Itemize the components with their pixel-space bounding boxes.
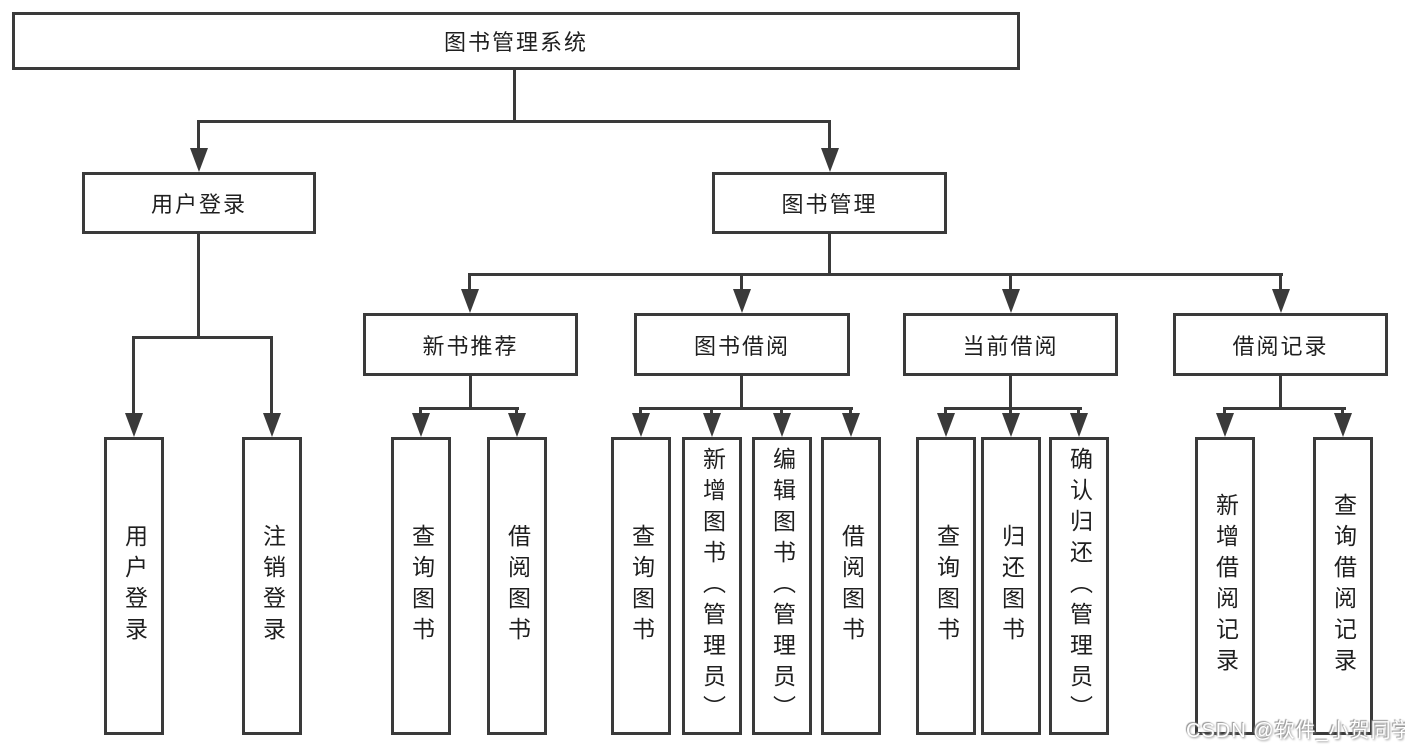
connector-level2-rail bbox=[197, 120, 831, 123]
connector-drop-a1 bbox=[419, 407, 422, 416]
leaf-query-borrow-record: 查询借阅记录 bbox=[1313, 437, 1373, 735]
connector-drop-d1 bbox=[1223, 407, 1226, 416]
leaf-query-books-borrow: 查询图书 bbox=[611, 437, 671, 735]
node-book-management-label: 图书管理 bbox=[781, 192, 878, 217]
leaf-query-books-recommend: 查询图书 bbox=[391, 437, 451, 735]
arrowhead-c3 bbox=[1070, 413, 1088, 437]
connector-drop-b2 bbox=[710, 407, 713, 416]
leaf-return-books-label: 归还图书 bbox=[998, 524, 1025, 648]
arrowhead-current-borrow bbox=[1002, 289, 1020, 313]
leaf-query-borrow-record-label: 查询借阅记录 bbox=[1330, 493, 1357, 679]
leaf-borrow-books: 借阅图书 bbox=[821, 437, 881, 735]
connector-drop-b1 bbox=[639, 407, 642, 416]
connector-drop-c1 bbox=[944, 407, 947, 416]
connector-drop-user-login bbox=[197, 120, 200, 150]
arrowhead-a1 bbox=[412, 413, 430, 437]
connector-drop-new-book bbox=[468, 273, 471, 291]
connector-group-c-stem bbox=[1009, 376, 1012, 407]
connector-drop-b4 bbox=[849, 407, 852, 416]
leaf-borrow-books-recommend-label: 借阅图书 bbox=[504, 524, 531, 648]
connector-group-b-rail bbox=[639, 407, 853, 410]
connector-drop-logout-leaf bbox=[270, 336, 273, 415]
connector-group-c-rail bbox=[944, 407, 1082, 410]
connector-drop-a2 bbox=[515, 407, 518, 416]
arrowhead-c1 bbox=[937, 413, 955, 437]
leaf-confirm-return-admin-label: 确认归还（管理员） bbox=[1066, 446, 1093, 726]
leaf-add-books-admin: 新增图书（管理员） bbox=[682, 437, 742, 735]
connector-group-b-stem bbox=[740, 376, 743, 407]
leaf-edit-books-admin-label: 编辑图书（管理员） bbox=[769, 446, 796, 726]
leaf-query-books-recommend-label: 查询图书 bbox=[408, 524, 435, 648]
node-user-login-label: 用户登录 bbox=[150, 192, 247, 217]
arrowhead-borrow-record bbox=[1272, 289, 1290, 313]
leaf-return-books: 归还图书 bbox=[981, 437, 1041, 735]
node-current-borrow: 当前借阅 bbox=[903, 313, 1118, 376]
leaf-confirm-return-admin: 确认归还（管理员） bbox=[1049, 437, 1109, 735]
node-user-login: 用户登录 bbox=[82, 172, 316, 234]
connector-drop-d2 bbox=[1341, 407, 1344, 416]
connector-drop-current-borrow bbox=[1009, 273, 1012, 291]
leaf-query-books-current: 查询图书 bbox=[916, 437, 976, 735]
arrowhead-d1 bbox=[1216, 413, 1234, 437]
node-new-book-recommend: 新书推荐 bbox=[363, 313, 578, 376]
leaf-logout-label: 注销登录 bbox=[259, 524, 286, 648]
leaf-edit-books-admin: 编辑图书（管理员） bbox=[752, 437, 812, 735]
node-new-book-recommend-label: 新书推荐 bbox=[422, 333, 519, 359]
arrowhead-b4 bbox=[842, 413, 860, 437]
connector-group-d-stem bbox=[1279, 376, 1282, 407]
leaf-user-login-label: 用户登录 bbox=[121, 524, 148, 648]
connector-drop-b3 bbox=[780, 407, 783, 416]
leaf-borrow-books-label: 借阅图书 bbox=[838, 524, 865, 648]
connector-group-d-rail bbox=[1223, 407, 1346, 410]
connector-drop-c2 bbox=[1009, 407, 1012, 416]
connector-drop-borrow-record bbox=[1279, 273, 1282, 291]
leaf-user-login: 用户登录 bbox=[104, 437, 164, 735]
leaf-add-borrow-record-label: 新增借阅记录 bbox=[1212, 493, 1239, 679]
arrowhead-d2 bbox=[1334, 413, 1352, 437]
arrowhead-book-borrow bbox=[733, 289, 751, 313]
leaf-borrow-books-recommend: 借阅图书 bbox=[487, 437, 547, 735]
arrowhead-new-book bbox=[461, 289, 479, 313]
node-book-borrow-label: 图书借阅 bbox=[693, 333, 790, 359]
connector-drop-book-borrow bbox=[740, 273, 743, 291]
arrowhead-c2 bbox=[1002, 413, 1020, 437]
leaf-logout: 注销登录 bbox=[242, 437, 302, 735]
leaf-add-books-admin-label: 新增图书（管理员） bbox=[699, 446, 726, 726]
node-borrow-record-label: 借阅记录 bbox=[1232, 333, 1329, 359]
connector-group-a-rail bbox=[419, 407, 519, 410]
connector-drop-book-management bbox=[828, 120, 831, 150]
arrowhead-a2 bbox=[508, 413, 526, 437]
arrowhead-user-login bbox=[190, 148, 208, 172]
node-root: 图书管理系统 bbox=[12, 12, 1020, 70]
leaf-add-borrow-record: 新增借阅记录 bbox=[1195, 437, 1255, 735]
node-book-borrow: 图书借阅 bbox=[634, 313, 850, 376]
node-book-management: 图书管理 bbox=[712, 172, 947, 234]
connector-user-login-stem bbox=[197, 234, 200, 336]
arrowhead-login-leaf bbox=[125, 413, 143, 437]
connector-group-a-stem bbox=[469, 376, 472, 407]
arrowhead-book-management bbox=[821, 148, 839, 172]
arrowhead-b1 bbox=[632, 413, 650, 437]
connector-drop-c3 bbox=[1077, 407, 1080, 416]
arrowhead-b2 bbox=[703, 413, 721, 437]
node-root-label: 图书管理系统 bbox=[443, 30, 588, 55]
connector-root-stem bbox=[513, 70, 516, 120]
node-current-borrow-label: 当前借阅 bbox=[962, 333, 1059, 359]
connector-book-management-stem bbox=[828, 234, 831, 273]
connector-drop-login-leaf bbox=[132, 336, 135, 415]
node-borrow-record: 借阅记录 bbox=[1173, 313, 1388, 376]
leaf-query-books-current-label: 查询图书 bbox=[933, 524, 960, 648]
arrowhead-b3 bbox=[773, 413, 791, 437]
connector-level3-rail bbox=[469, 273, 1283, 276]
watermark: CSDN @软件_小贺同学 bbox=[1186, 720, 1405, 742]
arrowhead-logout-leaf bbox=[263, 413, 281, 437]
leaf-query-books-borrow-label: 查询图书 bbox=[628, 524, 655, 648]
connector-user-login-rail bbox=[132, 336, 273, 339]
